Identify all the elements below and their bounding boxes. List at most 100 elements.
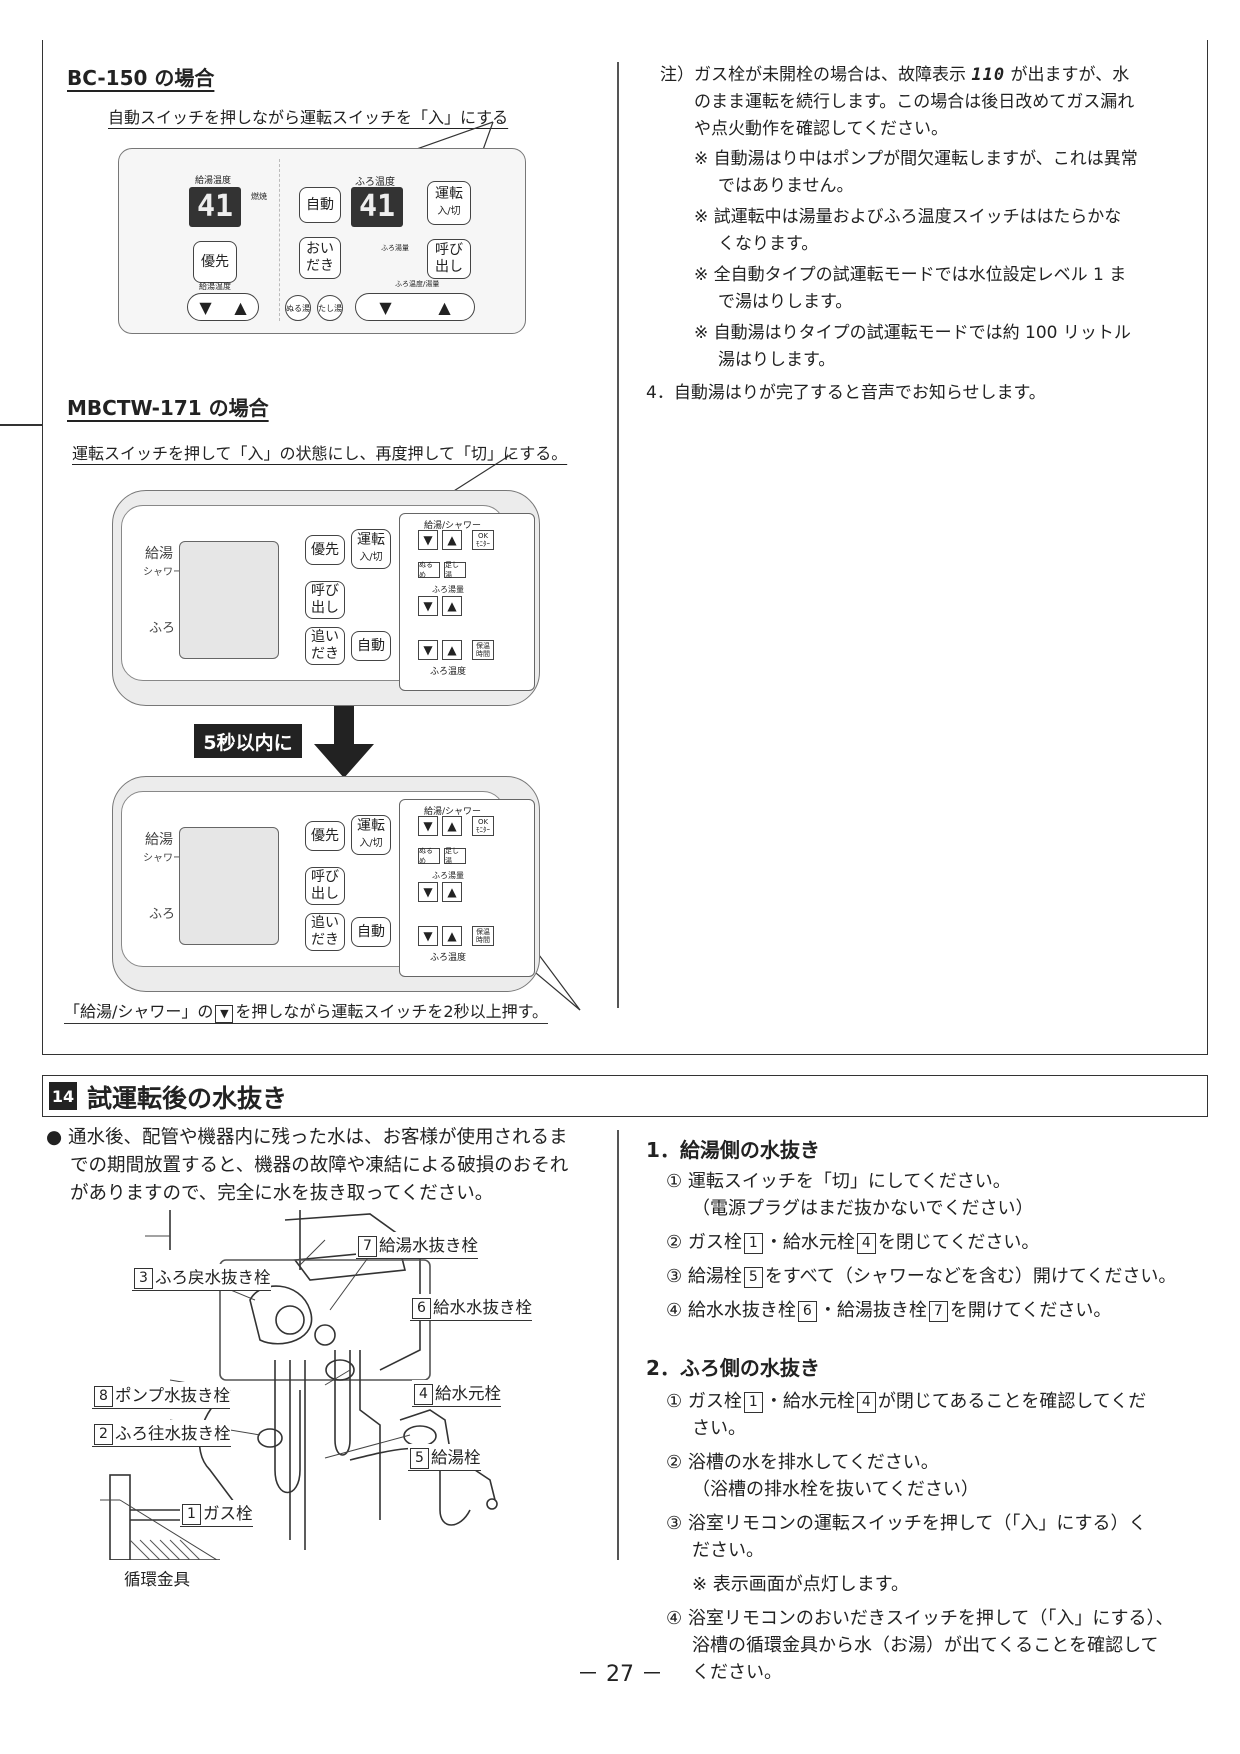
mbctw1-nurume-button[interactable]: ぬるめ: [418, 561, 440, 579]
bc150-tashiyu-button[interactable]: たし湯: [317, 295, 343, 321]
mbctw2-yusen-text: 優先: [311, 827, 339, 844]
bc150-nurumeyu-button[interactable]: ぬる湯: [285, 295, 311, 321]
up-arrow-icon[interactable]: ▲: [442, 596, 462, 616]
up-arrow-icon[interactable]: ▲: [442, 926, 462, 946]
note-prefix: 注）: [660, 65, 694, 85]
mbctw2-ok-l2: ﾓﾆﾀｰ: [476, 826, 490, 834]
label-3-num: 3: [134, 1268, 153, 1289]
kyuto-step-1a: ① 運転スイッチを「切」にしてください。: [666, 1171, 1011, 1192]
up-arrow-icon[interactable]: ▲: [234, 297, 247, 317]
note-pre: ガス栓が未開栓の場合は、故障表示: [694, 65, 966, 85]
kyuto-step-4-post: を開けてください。: [949, 1300, 1112, 1321]
mbctw1-unten-button[interactable]: 運転入/切: [351, 529, 391, 569]
up-arrow-icon[interactable]: ▲: [442, 882, 462, 902]
mbctw-bottom-caption: 「給湯/シャワー」の▼を押しながら運転スイッチを2秒以上押す。: [64, 998, 548, 1024]
mbctw2-yobidashi-button[interactable]: 呼び出し: [305, 867, 345, 905]
down-arrow-icon[interactable]: ▼: [418, 926, 438, 946]
section-number: 14: [49, 1082, 77, 1110]
label-3-text: ふろ戻水抜き栓: [155, 1268, 271, 1287]
mbctw1-unten-l1: 運転: [357, 532, 385, 548]
up-arrow-icon[interactable]: ▲: [438, 297, 451, 317]
remark-2-l2: くなります。: [718, 234, 819, 254]
remark-2-l1: ※ 試運転中は湯量およびふろ温度スイッチははたらかな: [694, 207, 1122, 227]
mbctw2-tashiyu-button[interactable]: 足し湯: [444, 847, 466, 865]
mbctw1-unten-l2: 入/切: [359, 552, 383, 563]
down-arrow-icon[interactable]: ▼: [418, 882, 438, 902]
down-arrow-icon[interactable]: ▼: [418, 640, 438, 660]
kyuto-side-heading: 1．給湯側の水抜き: [646, 1138, 820, 1162]
bc150-unten-button[interactable]: 運転入/切: [427, 181, 471, 225]
mbctw2-oidaki-button[interactable]: 追いだき: [305, 913, 345, 951]
remark-4: ※ 自動湯はりタイプの試運転モードでは約 100 リットル湯はりします。: [694, 320, 1194, 374]
mbctw2-hoon-l1: 保温: [476, 928, 490, 936]
note-line-1: 注）ガス栓が未開栓の場合は、故障表示 110 が出ますが、水: [660, 62, 1180, 89]
furo-step-3-note: ※ 表示画面が点灯します。: [692, 1574, 910, 1595]
bc150-yusen-text: 優先: [201, 253, 229, 270]
bc150-yobidashi-button[interactable]: 呼び出し: [427, 239, 471, 279]
down-arrow-icon[interactable]: ▼: [418, 596, 438, 616]
up-arrow-icon[interactable]: ▲: [442, 640, 462, 660]
kyuto-step-2-n1: 1: [743, 1233, 763, 1254]
mbctw2-yusen-button[interactable]: 優先: [305, 821, 345, 851]
bc150-unten-l2: 入/切: [437, 206, 461, 217]
mbctw2-yobidashi-l1: 呼び: [311, 869, 339, 885]
mbctw1-yobidashi-button[interactable]: 呼び出し: [305, 581, 345, 619]
kyuto-step-4-pre: ④ 給水水抜き栓: [666, 1300, 796, 1321]
bc150-oidaki-l1: おい: [306, 241, 334, 257]
furo-step-3a: ③ 浴室リモコンの運転スイッチを押して（「入」にする）く: [666, 1513, 1147, 1534]
bc150-kyuto-display: 41: [189, 187, 241, 227]
mbctw1-kyuto-shower-label: 給湯/シャワー: [424, 521, 482, 531]
remark-1: ※ 自動湯はり中はポンプが間欠運転しますが、これは異常ではありません。: [694, 146, 1194, 200]
mbctw2-unten-button[interactable]: 運転入/切: [351, 815, 391, 855]
remark-2: ※ 試運転中は湯量およびふろ温度スイッチははたらかなくなります。: [694, 204, 1194, 258]
label-8-num: 8: [94, 1386, 113, 1407]
label-5-num: 5: [410, 1448, 429, 1469]
up-arrow-icon[interactable]: ▲: [442, 530, 462, 550]
mbctw1-furo: ふろ: [149, 621, 176, 636]
bc150-nurumeyu-text: ぬる湯: [286, 303, 310, 313]
mbctw1-oidaki-button[interactable]: 追いだき: [305, 627, 345, 665]
mbctw1-kyuto: 給湯: [145, 546, 173, 562]
mbctw2-nurume-button[interactable]: ぬるめ: [418, 847, 440, 865]
bc150-oidaki-l2: だき: [306, 258, 334, 274]
down-arrow-icon[interactable]: ▼: [379, 297, 392, 317]
bc150-kyuto-arrows[interactable]: ▼▲: [187, 293, 259, 321]
bc150-furo-arrows[interactable]: ▼▲: [355, 293, 475, 321]
bc150-jido-button[interactable]: 自動: [299, 187, 341, 223]
down-arrow-icon[interactable]: ▼: [199, 297, 212, 317]
mbctw1-jido-text: 自動: [357, 637, 385, 654]
note-block: 注）ガス栓が未開栓の場合は、故障表示 110 が出ますが、水 のまま運転を続行し…: [660, 62, 1180, 143]
label-7-num: 7: [358, 1236, 377, 1257]
mbctw1-ok-l1: OK: [477, 532, 489, 540]
frame-notch: [0, 424, 43, 426]
furo-step-2b: （浴槽の排水栓を抜いてください）: [692, 1479, 979, 1500]
intro-line-1: ● 通水後、配管や機器内に残った水は、お客様が使用されるま: [46, 1127, 568, 1148]
up-arrow-icon[interactable]: ▲: [442, 816, 462, 836]
down-arrow-icon[interactable]: ▼: [418, 816, 438, 836]
mbctw2-hoon-button[interactable]: 保温時間: [472, 926, 494, 946]
label-7-text: 給湯水抜き栓: [379, 1236, 478, 1255]
mbctw2-jido-button[interactable]: 自動: [351, 917, 391, 947]
bc150-yusen-button[interactable]: 優先: [193, 241, 237, 283]
mbctw2-shower: シャワー: [143, 853, 183, 864]
kyuto-side-steps: ① 運転スイッチを「切」にしてください。 （電源プラグはまだ抜かないでください）…: [666, 1168, 1206, 1324]
label-2-num: 2: [94, 1424, 113, 1445]
mbctw1-yusen-button[interactable]: 優先: [305, 535, 345, 565]
furo-step-1-n2: 4: [856, 1392, 876, 1413]
mbctw2-furo-yuryo: ふろ湯量: [432, 871, 464, 880]
down-arrow-icon[interactable]: ▼: [418, 530, 438, 550]
down-arrow-icon: ▼: [215, 1005, 234, 1023]
label-4-num: 4: [414, 1384, 433, 1405]
mbctw1-tashiyu-button[interactable]: 足し湯: [444, 561, 466, 579]
column-divider: [617, 62, 619, 1008]
mbctw1-hoon-button[interactable]: 保温時間: [472, 640, 494, 660]
mbctw1-jido-button[interactable]: 自動: [351, 631, 391, 661]
bc150-furo-ondo-yuryo: ふろ温度/湯量: [395, 280, 440, 288]
bc150-oidaki-button[interactable]: おいだき: [299, 237, 341, 279]
